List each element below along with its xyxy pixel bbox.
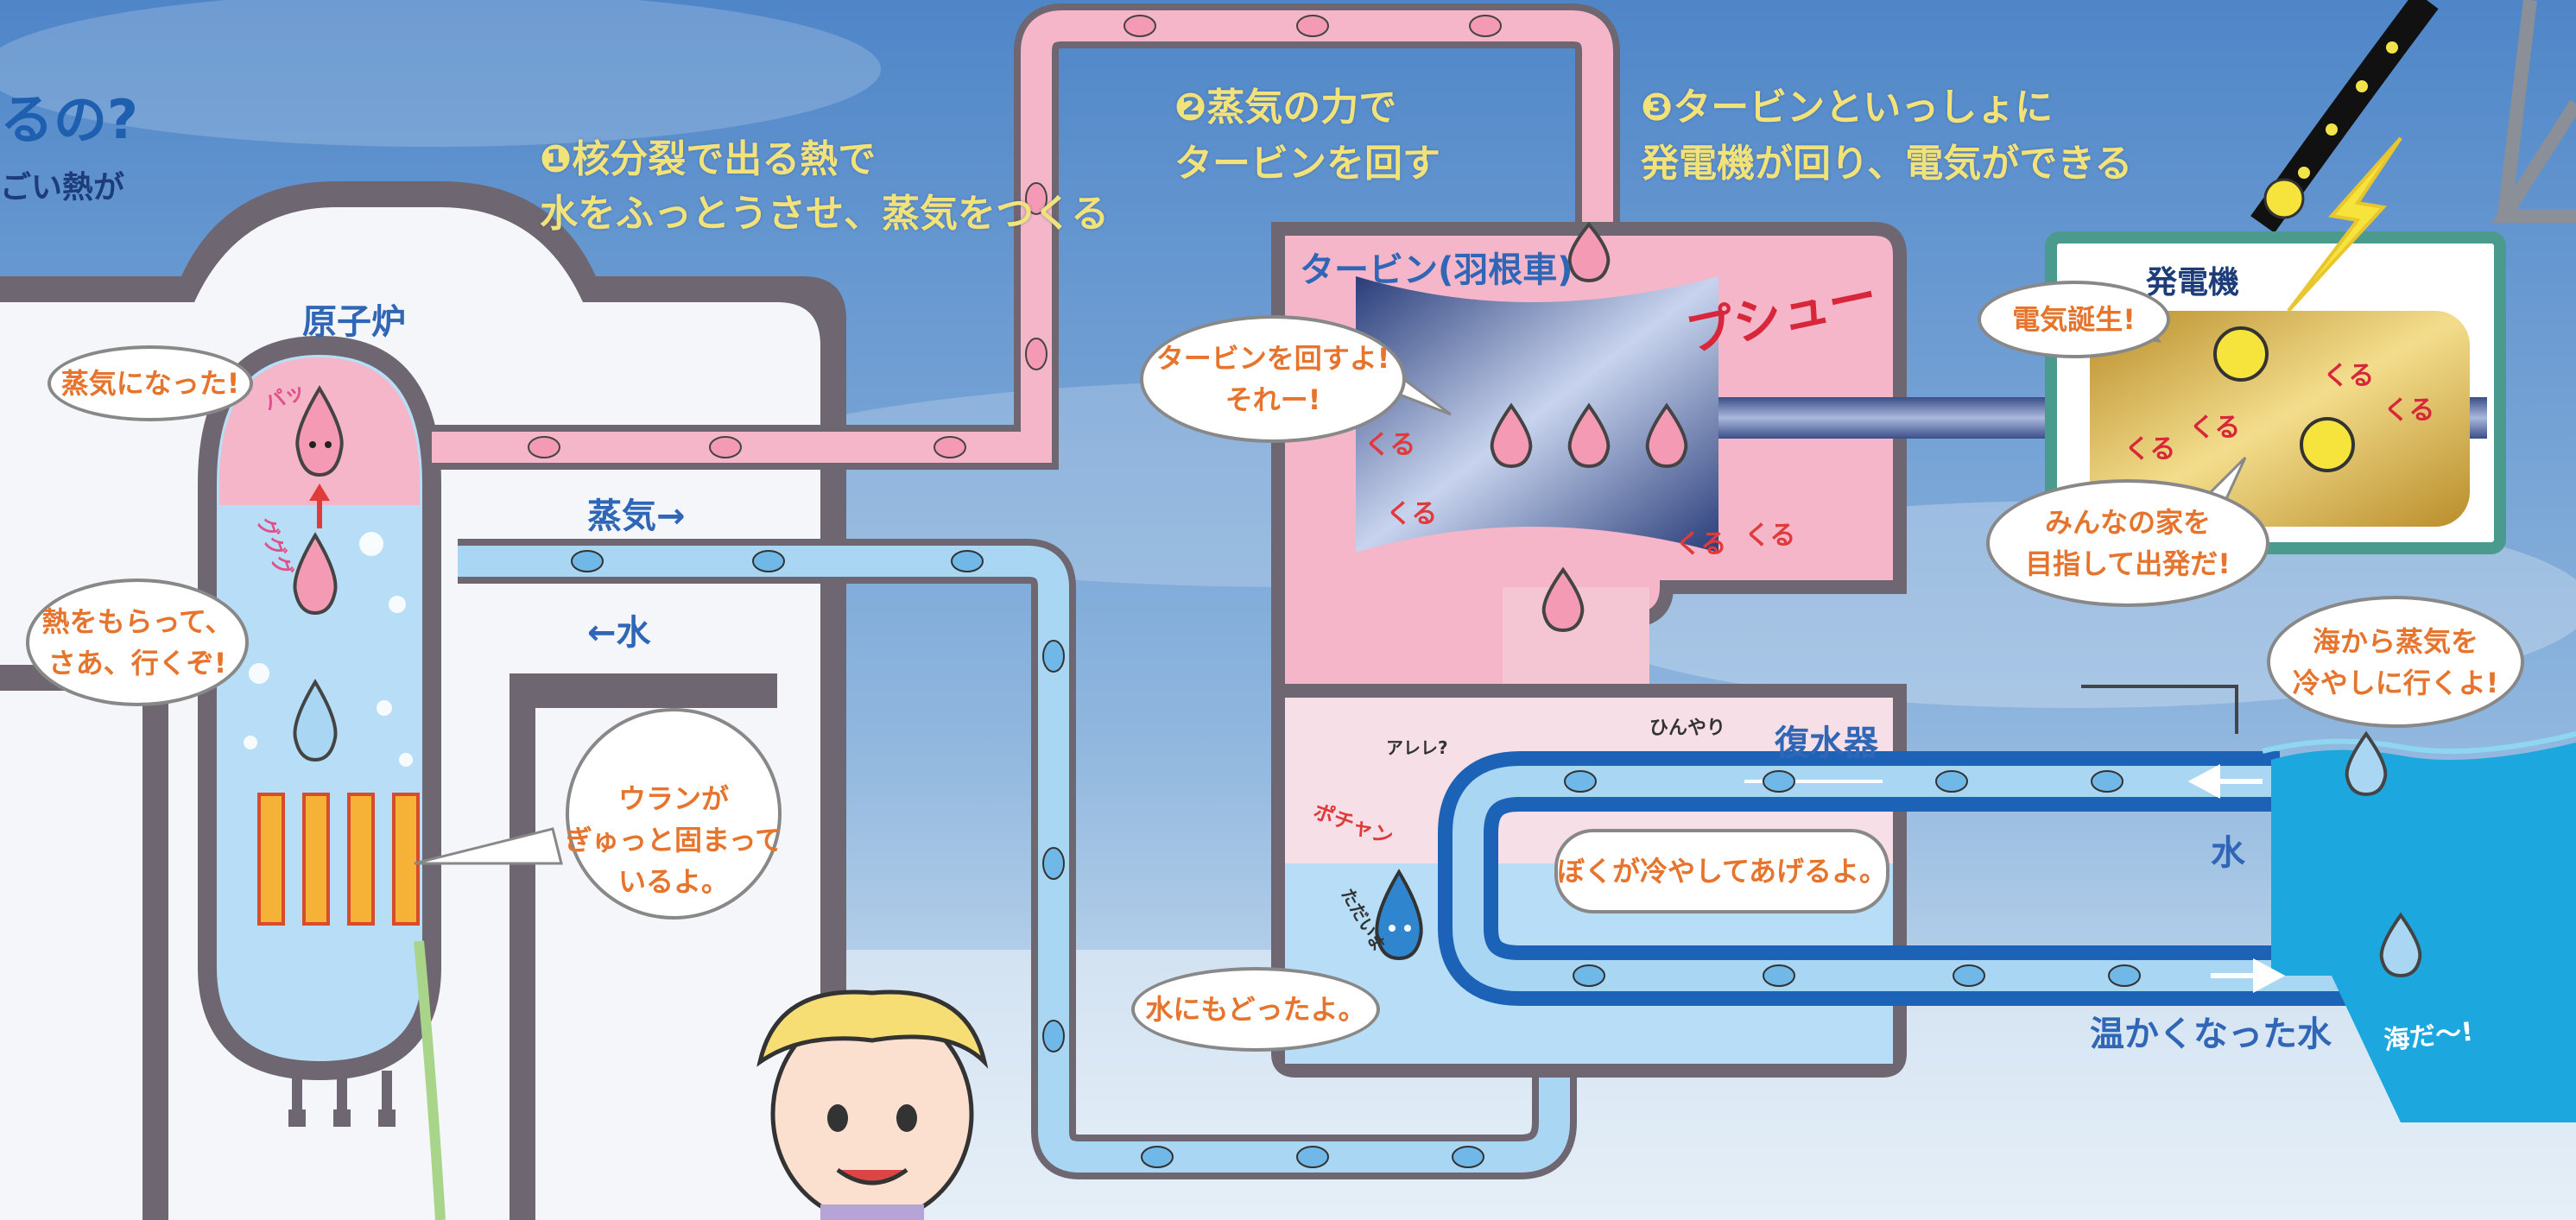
bubble-spin-turbine: タービンを回すよ! それー! [1140, 315, 1406, 443]
turbine-label: タービン(羽根車) [1300, 250, 1573, 290]
bubble-cool-you: ぼくが冷やしてあげるよ。 [1554, 829, 1889, 913]
bubble-text: 水にもどったよ。 [1145, 993, 1366, 1026]
sfx-kuru: くる [1386, 499, 1438, 529]
smiley-electricity [2263, 178, 2305, 219]
bubble-text: 熱をもらって、 [41, 605, 233, 638]
page-title: るの? [0, 88, 138, 151]
water-drop-character [1375, 869, 1423, 961]
bubble-text: タービンを回すよ! [1155, 342, 1390, 375]
water-drop-character [1541, 566, 1585, 633]
condenser-label: 復水器 [1775, 724, 1878, 763]
bubble-text: 蒸気になった! [60, 367, 240, 400]
bubble-got-heat: 熱をもらって、 さあ、行くぞ! [26, 578, 249, 706]
water-drop-character [293, 532, 338, 616]
step1-caption-line2: 水をふっとうさせ、蒸気をつくる [540, 192, 1110, 236]
fuel-rods [257, 793, 420, 926]
bubble-to-homes: みんなの家を 目指して出発だ! [1986, 479, 2269, 607]
bubble-text: いるよ。 [617, 864, 729, 898]
steam-flow-label: 蒸気→ [587, 496, 686, 536]
water-drop-character [1490, 402, 1688, 469]
sfx-hinyari: ひんやり [1649, 717, 1726, 739]
sea [2271, 743, 2576, 1122]
sfx-are: アレレ? [1386, 737, 1448, 758]
generator-body [2090, 311, 2470, 527]
bubble-text: 冷やしに行くよ! [2292, 666, 2499, 699]
boy-character [756, 989, 989, 1220]
water-drop-character [293, 679, 338, 762]
step3-caption-line2: 発電機が回り、電気ができる [1641, 142, 2133, 186]
lightning-icon [2287, 136, 2402, 313]
step2-caption-line2: タービンを回す [1174, 142, 1440, 186]
water-drop-character [2345, 730, 2422, 978]
sfx-kuru: くる [2189, 413, 2241, 443]
bubble-text: 目指して出発だ! [2025, 547, 2231, 580]
sfx-kuru: くる [2383, 395, 2435, 426]
bubble-text: それー! [1225, 383, 1321, 416]
step2-caption-line1: ❷蒸気の力で [1174, 85, 1397, 130]
sfx-kuru: くる [2124, 434, 2176, 465]
bubble-text: 海から蒸気を [2312, 624, 2478, 658]
bubble-text: 電気誕生! [2012, 303, 2136, 336]
water-drop-character [1567, 221, 1611, 283]
turbine-body [1356, 276, 1718, 553]
tower-icon [2491, 0, 2576, 223]
bubble-text: ウランが [617, 781, 729, 815]
step3-caption-line1: ❸タービンといっしょに [1641, 85, 2054, 130]
sfx-kuru: くる [2323, 361, 2375, 391]
water-flow-label: ←水 [587, 613, 651, 653]
bubble-text: ぼくが冷やしてあげるよ。 [1556, 855, 1888, 888]
warm-water-label: 温かくなった水 [2090, 1015, 2332, 1054]
page-subtitle: ごい熱が [0, 170, 125, 205]
bubble-back-to-water: 水にもどったよ。 [1131, 967, 1380, 1052]
sfx-kuru: くる [1364, 430, 1416, 460]
bubble-electricity-born: 電気誕生! [1978, 281, 2170, 358]
water-drop-character [295, 385, 344, 477]
generator-label: 発電機 [2146, 265, 2240, 300]
bubble-text: ぎゅっと固まって [564, 823, 783, 857]
reactor-label: 原子炉 [302, 302, 406, 342]
step1-caption-line1: ❶核分裂で出る熱で [540, 137, 877, 181]
sfx-kuru: くる [1744, 521, 1796, 551]
sfx-kuru: くる [1675, 529, 1727, 559]
smiley-electricity [2213, 326, 2355, 472]
bubble-became-steam: 蒸気になった! [47, 345, 253, 421]
cooling-water-label: 水 [2211, 833, 2245, 873]
bubble-text: みんなの家を [2044, 506, 2211, 539]
bubble-from-sea: 海から蒸気を 冷やしに行くよ! [2267, 596, 2524, 728]
bubble-uranium: ウランが ぎゅっと固まって いるよ。 [564, 708, 783, 920]
bubble-text: さあ、行くぞ! [47, 647, 227, 680]
